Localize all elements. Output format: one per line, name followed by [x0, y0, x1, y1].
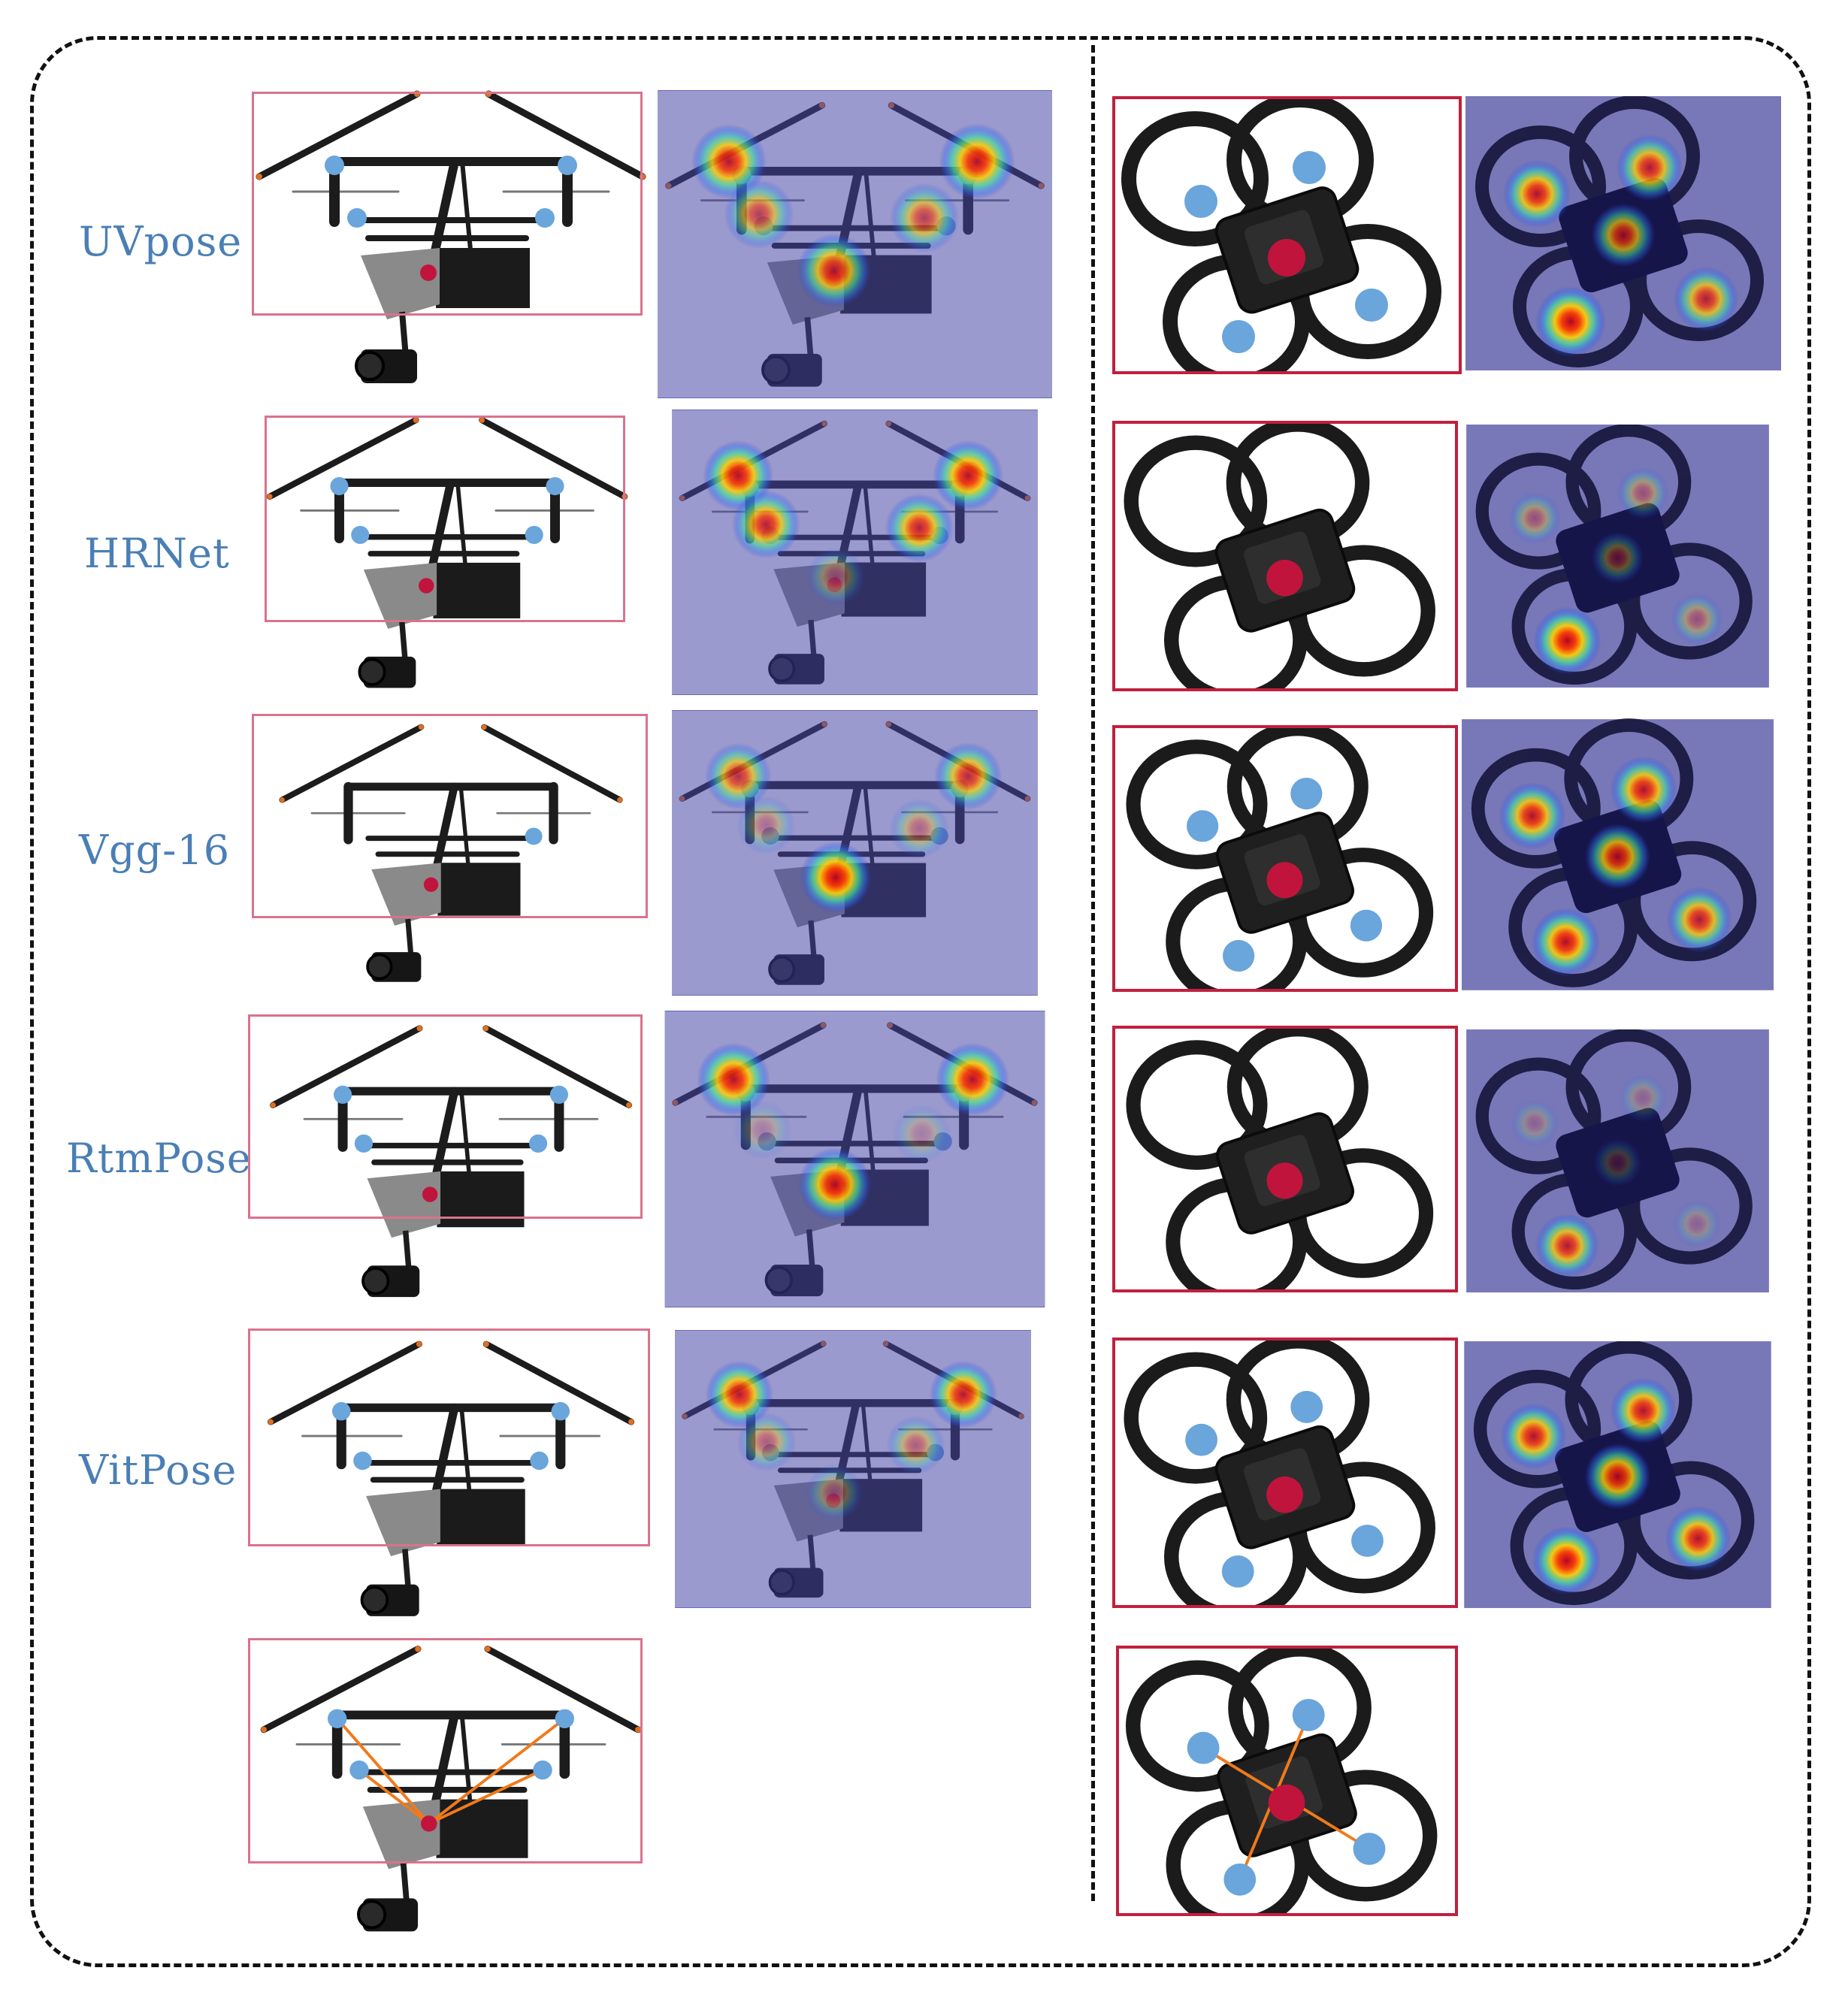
method-label-vitpose: VitPose — [79, 1446, 237, 1494]
uvpose-prediction-box — [252, 92, 643, 316]
ducted-quadcopter-icon — [1117, 725, 1453, 992]
rtmpose-right-prediction-box — [1112, 1026, 1458, 1292]
ducted-quadcopter-icon — [1115, 1338, 1456, 1608]
attention-heatmap-icon — [672, 410, 1038, 695]
uvpose-prediction-image — [248, 79, 654, 394]
hexacopter-drone-icon — [253, 1634, 649, 1942]
vgg16-right-heatmap — [1462, 714, 1774, 996]
ducted-quadcopter-icon — [1115, 421, 1456, 691]
hrnet-right-prediction-box — [1112, 421, 1458, 691]
rtmpose-right-heatmap — [1462, 1029, 1774, 1292]
method-label-vgg16: Vgg-16 — [79, 827, 231, 874]
vgg16-heatmap — [658, 710, 1052, 996]
attention-heatmap-icon — [1462, 718, 1774, 990]
figure-frame — [30, 36, 1811, 1967]
vgg16-right-prediction-box — [1112, 725, 1458, 992]
ground-truth-right-skeleton-image — [1116, 1646, 1458, 1916]
hrnet-right-heatmap — [1462, 425, 1774, 688]
hexacopter-drone-icon — [272, 714, 630, 992]
hexacopter-drone-icon — [259, 406, 635, 699]
attention-heatmap-icon — [664, 1011, 1045, 1307]
vgg16-prediction-box — [252, 714, 648, 918]
rtmpose-heatmap — [658, 1011, 1052, 1307]
attention-heatmap-icon — [1464, 1341, 1771, 1608]
method-label-hrnet: HRNet — [84, 530, 230, 577]
attention-heatmap-icon — [658, 90, 1052, 398]
hrnet-right-prediction-image — [1112, 421, 1458, 691]
uvpose-right-heatmap — [1465, 96, 1781, 370]
attention-heatmap-icon — [672, 710, 1038, 996]
hrnet-prediction-box — [265, 416, 625, 622]
ground-truth-box — [248, 1638, 643, 1863]
vitpose-prediction-image — [248, 1330, 654, 1627]
method-label-uvpose: UVpose — [79, 218, 243, 265]
column-divider — [1091, 45, 1095, 1901]
uvpose-right-prediction-box — [1112, 96, 1462, 374]
ducted-quadcopter-icon — [1117, 1646, 1457, 1916]
vitpose-right-prediction-box — [1112, 1338, 1458, 1608]
hexacopter-drone-icon — [262, 1014, 640, 1307]
vitpose-right-prediction-image — [1112, 1338, 1458, 1608]
rtmpose-right-prediction-image — [1112, 1026, 1458, 1292]
uvpose-heatmap — [658, 90, 1052, 398]
attention-heatmap-icon — [1466, 1029, 1769, 1292]
rtmpose-prediction-box — [248, 1014, 643, 1219]
ducted-quadcopter-icon — [1112, 96, 1462, 374]
vitpose-heatmap — [658, 1330, 1048, 1608]
ground-truth-right-box — [1116, 1646, 1458, 1916]
vitpose-right-heatmap — [1462, 1341, 1774, 1608]
vgg16-right-prediction-image — [1112, 725, 1458, 992]
hrnet-heatmap — [658, 410, 1052, 695]
attention-heatmap-icon — [675, 1330, 1031, 1608]
hrnet-prediction-image — [259, 406, 635, 699]
rtmpose-prediction-image — [248, 1014, 654, 1307]
hexacopter-drone-icon — [248, 79, 654, 394]
vitpose-prediction-box — [248, 1328, 650, 1546]
uvpose-right-prediction-image — [1112, 96, 1462, 374]
attention-heatmap-icon — [1466, 425, 1769, 688]
method-label-rtmpose: RtmPose — [66, 1135, 252, 1182]
ground-truth-skeleton-image — [248, 1634, 654, 1942]
ducted-quadcopter-icon — [1117, 1026, 1453, 1292]
hexacopter-drone-icon — [260, 1330, 642, 1627]
attention-heatmap-icon — [1465, 96, 1781, 370]
vgg16-prediction-image — [248, 714, 654, 992]
